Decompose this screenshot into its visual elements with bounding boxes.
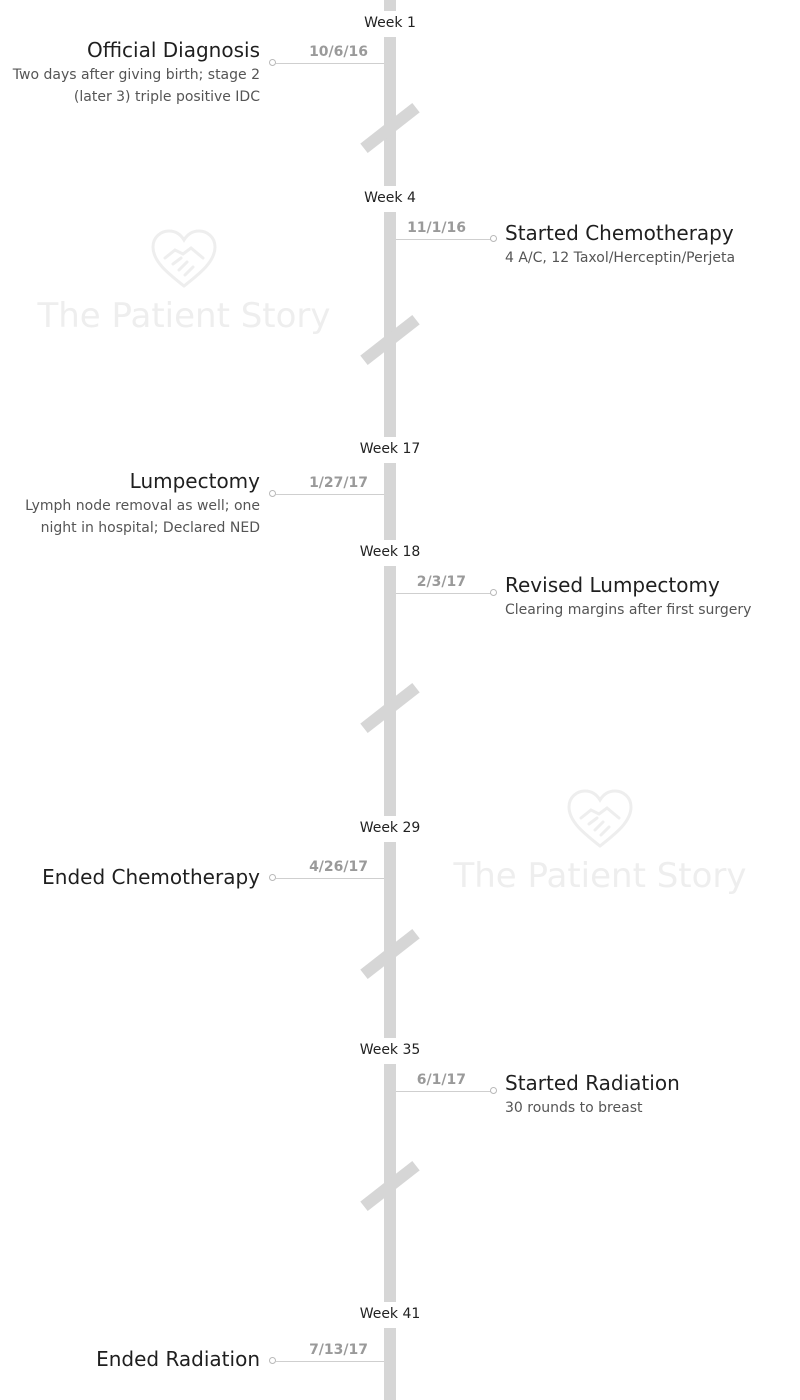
event-date: 1/27/17 — [309, 475, 368, 491]
event-dot — [269, 1357, 276, 1364]
week-label: Week 18 — [359, 544, 421, 560]
week-label: Week 41 — [359, 1306, 421, 1322]
event-dot — [490, 1087, 497, 1094]
event-date: 11/1/16 — [407, 220, 466, 236]
timeline-line-segment — [384, 37, 396, 186]
event-connector — [276, 878, 384, 879]
event-date: 6/1/17 — [416, 1072, 466, 1088]
event-date: 2/3/17 — [416, 574, 466, 590]
event-connector — [396, 593, 491, 594]
timeline-line-segment — [384, 0, 396, 11]
event-date: 7/13/17 — [309, 1342, 368, 1358]
event-dot — [269, 490, 276, 497]
watermark: The Patient Story — [440, 788, 760, 896]
event-title: Started Chemotherapy — [505, 221, 734, 245]
event-title: Started Radiation — [505, 1071, 680, 1095]
timeline-line-segment — [384, 463, 396, 540]
event-connector — [276, 494, 384, 495]
event-title: Ended Chemotherapy — [42, 865, 260, 889]
event-date: 4/26/17 — [309, 859, 368, 875]
watermark-text: The Patient Story — [37, 296, 331, 336]
event-connector — [276, 63, 384, 64]
timeline-event: Ended Radiation — [0, 1346, 260, 1372]
event-description: Two days after giving birth; stage 2 (la… — [12, 67, 260, 105]
event-description: Lymph node removal as well; one night in… — [25, 498, 260, 536]
event-description: Clearing margins after first surgery — [505, 602, 752, 618]
event-title: Ended Radiation — [96, 1347, 260, 1371]
timeline-event: Ended Chemotherapy — [0, 864, 260, 890]
timeline-line-segment — [384, 566, 396, 816]
watermark-text: The Patient Story — [453, 856, 747, 896]
week-label: Week 4 — [364, 190, 416, 206]
timeline-event: Started Radiation 30 rounds to breast — [505, 1070, 790, 1119]
timeline-line-segment — [384, 1328, 396, 1400]
week-label: Week 29 — [359, 820, 421, 836]
event-connector — [396, 239, 491, 240]
event-title: Revised Lumpectomy — [505, 573, 720, 597]
event-dot — [269, 874, 276, 881]
heart-handshake-icon — [151, 229, 217, 288]
week-label: Week 35 — [359, 1042, 421, 1058]
event-description: 30 rounds to breast — [505, 1100, 643, 1116]
event-dot — [269, 59, 276, 66]
watermark: The Patient Story — [24, 228, 344, 336]
timeline-event: Started Chemotherapy 4 A/C, 12 Taxol/Herc… — [505, 220, 790, 269]
event-dot — [490, 235, 497, 242]
event-connector — [396, 1091, 491, 1092]
event-dot — [490, 589, 497, 596]
timeline-line-segment — [384, 212, 396, 437]
event-title: Lumpectomy — [129, 469, 260, 493]
week-label: Week 1 — [364, 15, 416, 31]
event-connector — [276, 1361, 384, 1362]
event-title: Official Diagnosis — [86, 38, 260, 62]
timeline-line-segment — [384, 842, 396, 1038]
event-description: 4 A/C, 12 Taxol/Herceptin/Perjeta — [505, 250, 736, 266]
event-date: 10/6/16 — [309, 44, 368, 60]
week-label: Week 17 — [359, 441, 421, 457]
heart-handshake-icon — [567, 789, 633, 848]
